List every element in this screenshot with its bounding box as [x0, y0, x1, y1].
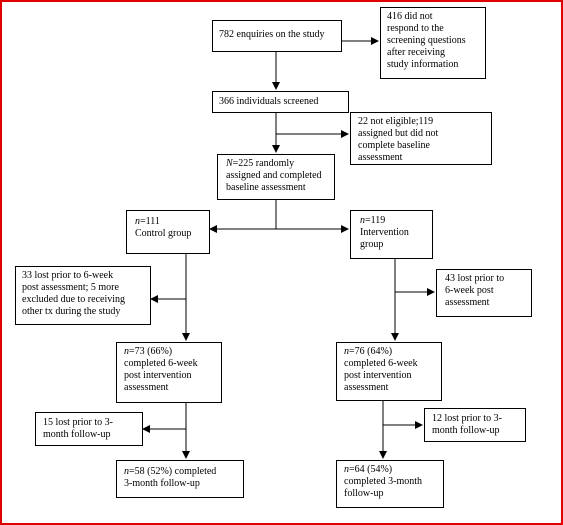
not-eligible-line-4: assessment [358, 152, 403, 163]
control-lost-box: 33 lost prior to 6-week post assessment;… [15, 266, 151, 325]
control-6wk-line-3: post intervention [124, 370, 192, 381]
control-6wk-line-1-rest: =73 (66%) [129, 346, 173, 357]
control-lost-line-1: 33 lost prior to 6-week [22, 270, 114, 281]
not-eligible-line-3: complete baseline [358, 140, 430, 151]
intervention-3m-line-3: follow-up [344, 488, 384, 499]
control-3m-line-1: n=58 (52%) completed [124, 466, 236, 478]
intervention-lost-3m-line-2: month follow-up [432, 425, 500, 436]
control-3m-box: n=58 (52%) completed 3-month follow-up [116, 460, 244, 498]
not-eligible-line-2: assigned but did not [358, 128, 439, 139]
no-response-line-3: screening questions [387, 35, 466, 46]
control-6wk-n-label: n [124, 346, 129, 357]
control-lost-3m-box: 15 lost prior to 3- month follow-up [35, 412, 143, 446]
control-line-1: n=111 [135, 216, 201, 228]
control-6wk-box: n=73 (66%) completed 6-week post interve… [116, 342, 222, 403]
randomized-line-3: baseline assessment [226, 182, 306, 193]
control-6wk-line-4: assessment [124, 382, 169, 393]
randomized-line-2: assigned and completed [226, 170, 322, 181]
intervention-lost-line-3: assessment [445, 297, 490, 308]
control-lost-3m-line-1: 15 lost prior to 3- [43, 417, 113, 428]
randomized-box: N=225 randomly assigned and completed ba… [217, 154, 335, 200]
control-line-2: Control group [135, 228, 192, 239]
intervention-6wk-n-label: n [344, 346, 349, 357]
not-eligible-line-1: 22 not eligible;119 [358, 116, 434, 127]
screened-line-1: 366 individuals screened [219, 96, 319, 107]
intervention-6wk-line-1-rest: =76 (64%) [349, 346, 393, 357]
intervention-line-2: Intervention [360, 227, 409, 238]
intervention-lost-line-1: 43 lost prior to [445, 273, 505, 284]
intervention-6wk-line-1: n=76 (64%) [344, 346, 434, 358]
intervention-6wk-line-3: post intervention [344, 370, 412, 381]
intervention-lost-3m-line-1: 12 lost prior to 3- [432, 413, 502, 424]
control-3m-n-label: n [124, 466, 129, 477]
intervention-6wk-line-4: assessment [344, 382, 389, 393]
no-response-line-4: after receiving [387, 47, 446, 58]
intervention-6wk-box: n=76 (64%) completed 6-week post interve… [336, 342, 442, 401]
control-3m-line-1-rest: =58 (52%) completed [129, 466, 217, 477]
intervention-lost-box: 43 lost prior to 6-week post assessment [436, 269, 532, 317]
control-3m-line-2: 3-month follow-up [124, 478, 200, 489]
control-6wk-line-2: completed 6-week [124, 358, 198, 369]
enquiries-line-1: 782 enquiries on the study [219, 29, 325, 40]
intervention-3m-box: n=64 (54%) completed 3-month follow-up [336, 460, 444, 508]
control-lost-line-2: post assessment; 5 more [22, 282, 119, 293]
intervention-line-3: group [360, 239, 384, 250]
enquiries-box: 782 enquiries on the study [212, 20, 342, 52]
no-response-line-1: 416 did not [387, 11, 433, 22]
control-box: n=111 Control group [126, 210, 210, 254]
intervention-n-label: n [360, 215, 365, 226]
intervention-3m-line-1: n=64 (54%) [344, 464, 436, 476]
control-line-1-rest: =111 [140, 216, 160, 227]
intervention-6wk-line-2: completed 6-week [344, 358, 418, 369]
randomized-n-label: N [226, 158, 233, 169]
no-response-box: 416 did not respond to the screening que… [380, 7, 486, 79]
intervention-lost-3m-box: 12 lost prior to 3- month follow-up [424, 408, 526, 442]
randomized-line-1: N=225 randomly [226, 158, 326, 170]
control-lost-line-3: excluded due to receiving [22, 294, 126, 305]
no-response-line-5: study information [387, 59, 459, 70]
intervention-3m-line-1-rest: =64 (54%) [349, 464, 393, 475]
control-lost-3m-line-2: month follow-up [43, 429, 111, 440]
screened-box: 366 individuals screened [212, 91, 349, 113]
intervention-line-1-rest: =119 [365, 215, 386, 226]
intervention-3m-n-label: n [344, 464, 349, 475]
not-eligible-box: 22 not eligible;119 assigned but did not… [350, 112, 492, 165]
intervention-3m-line-2: completed 3-month [344, 476, 423, 487]
control-n-label: n [135, 216, 140, 227]
no-response-line-2: respond to the [387, 23, 444, 34]
control-lost-line-4: other tx during the study [22, 306, 121, 317]
control-6wk-line-1: n=73 (66%) [124, 346, 214, 358]
intervention-lost-line-2: 6-week post [445, 285, 494, 296]
randomized-line-1-rest: =225 randomly [232, 158, 295, 169]
intervention-box: n=119 Intervention group [350, 210, 433, 259]
intervention-line-1: n=119 [360, 215, 423, 227]
